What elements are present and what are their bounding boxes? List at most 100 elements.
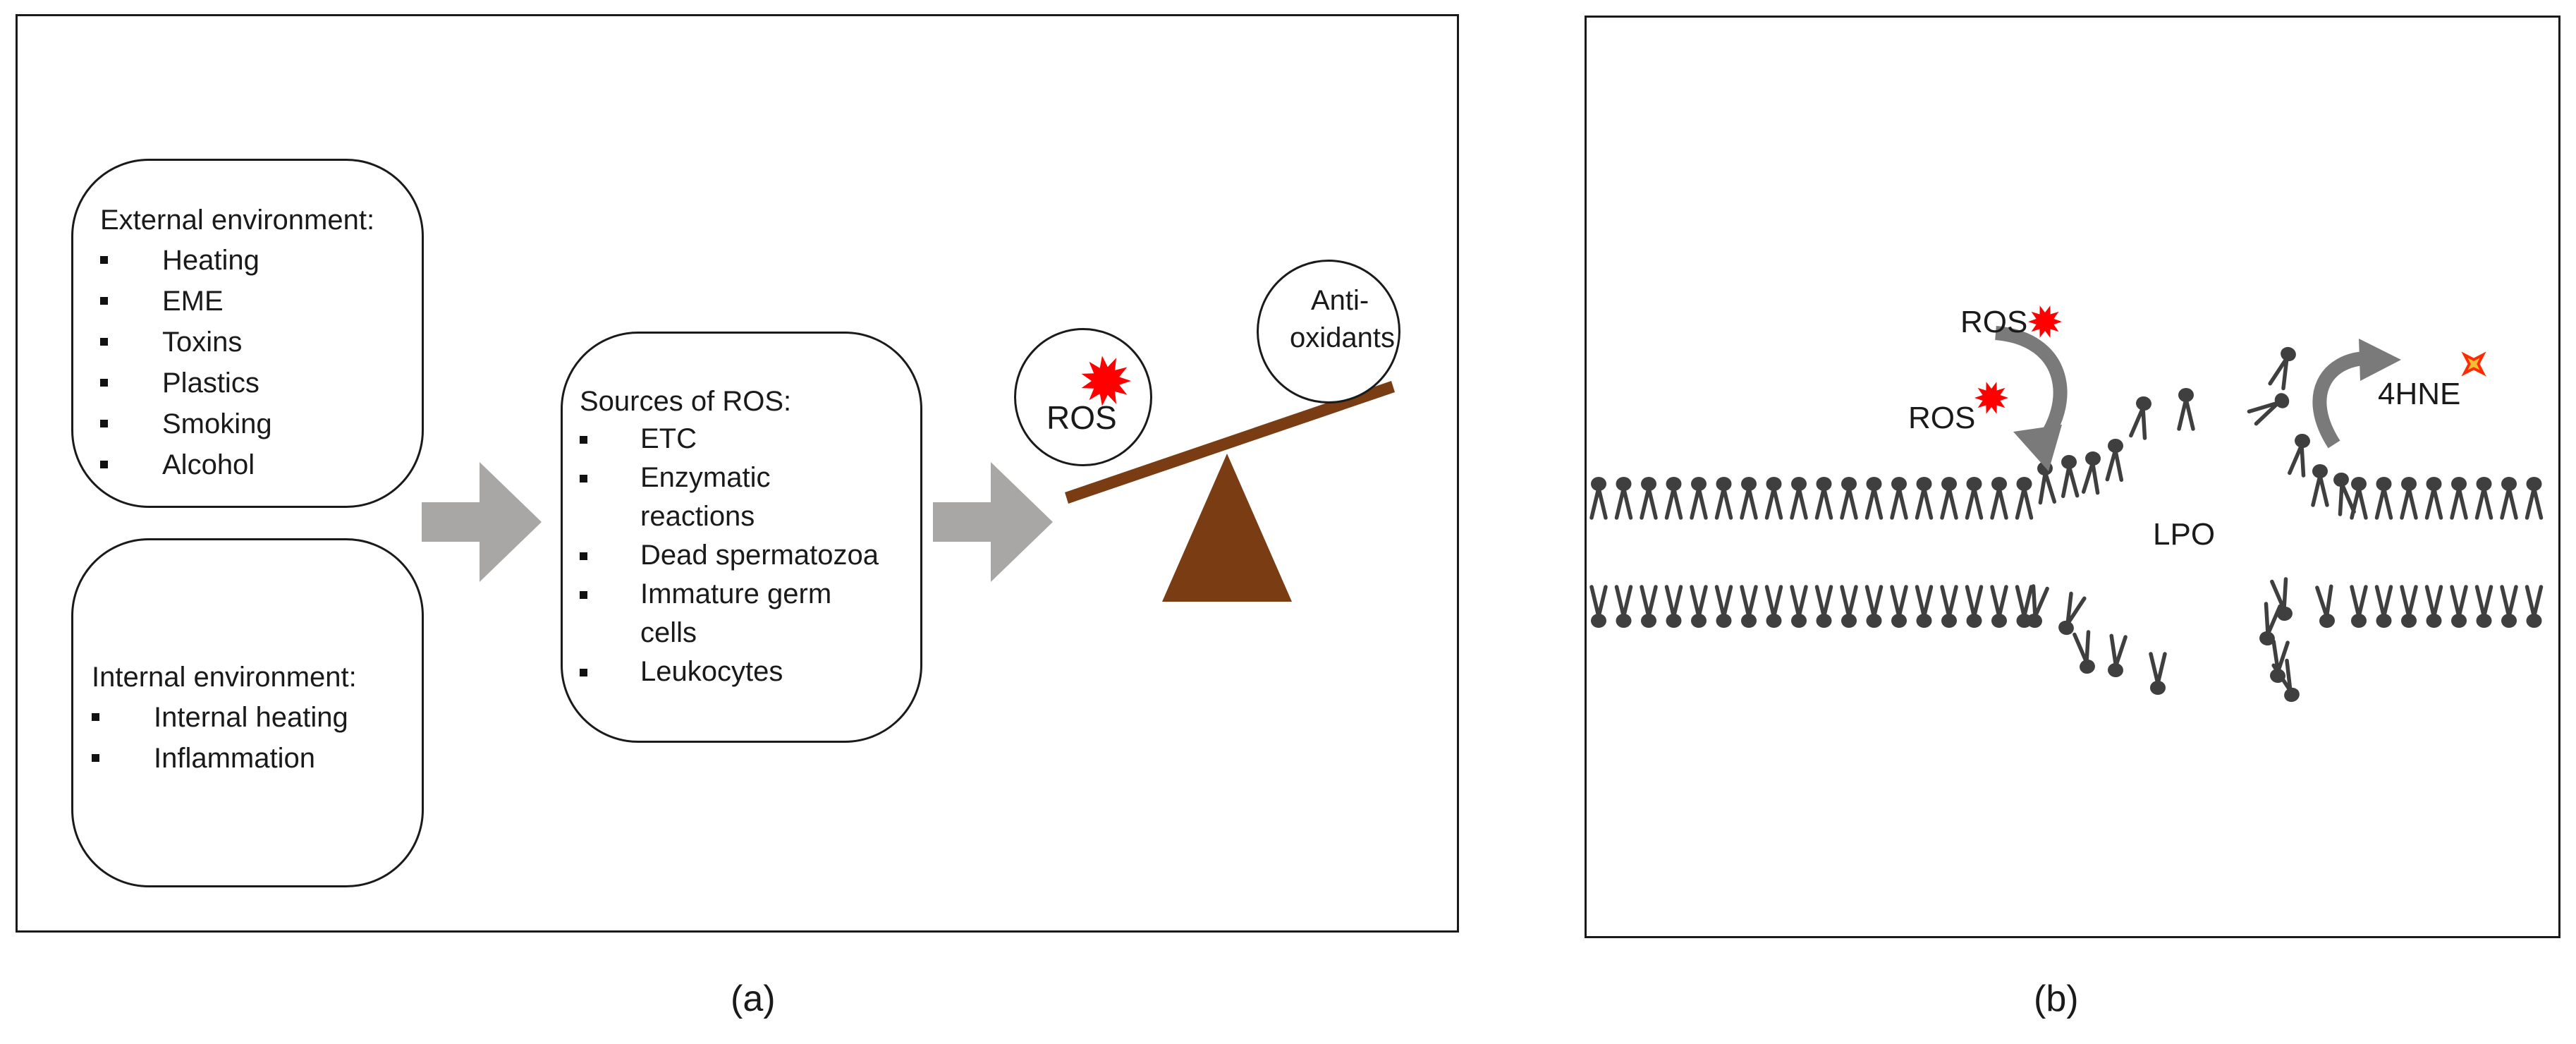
lipid-outer xyxy=(1614,477,1633,520)
list-item: Inflammation xyxy=(92,738,348,779)
lipid-outer xyxy=(1640,477,1658,520)
lipid-outer xyxy=(1965,477,1984,520)
lipid-outer xyxy=(1740,477,1758,520)
list-item: Internal heating xyxy=(92,697,348,738)
hne-label: 4HNE xyxy=(2378,377,2461,411)
lipid-inner xyxy=(1814,585,1833,628)
antioxidants-label-line1: Anti- xyxy=(1311,285,1369,316)
lipid-outer xyxy=(1664,477,1683,520)
list-item: reactions xyxy=(640,501,755,532)
panel-a-caption: (a) xyxy=(731,978,776,1019)
lipid-inner xyxy=(1664,585,1683,628)
list-item: Toxins xyxy=(100,322,272,363)
internal-environment-title: Internal environment: xyxy=(92,662,357,693)
lipid-inner xyxy=(1764,585,1783,628)
lipid-outer xyxy=(1714,477,1733,520)
lipid-inner xyxy=(1740,585,1758,628)
list-item: Leukocytes xyxy=(580,652,879,691)
ros-burst-icon-top xyxy=(2028,305,2062,338)
hne-star-icon xyxy=(2461,351,2486,377)
lipid-inner xyxy=(1965,585,1984,628)
lipid-outer xyxy=(1589,477,1608,520)
ros-burst-icon-bottom xyxy=(1974,382,2008,414)
lipid-outer xyxy=(1915,477,1934,520)
lipid-inner xyxy=(1714,585,1733,628)
lipid-inner xyxy=(2500,585,2518,628)
lipid-inner xyxy=(2450,585,2468,628)
lipid-inner xyxy=(2259,602,2282,646)
fulcrum-triangle xyxy=(1162,454,1292,602)
lipid-inner xyxy=(2073,630,2095,674)
antioxidants-label-line2: oxidants xyxy=(1290,322,1395,353)
lipid-inner xyxy=(2374,585,2393,628)
list-item: cells xyxy=(640,617,697,648)
lipid-outer xyxy=(1864,477,1884,520)
curved-arrow-hne-head xyxy=(2359,339,2401,381)
lipid-outer xyxy=(2374,477,2393,520)
lipid-inner xyxy=(1840,585,1858,628)
lipid-inner xyxy=(2350,585,2368,628)
lipid-inner xyxy=(1690,585,1708,628)
lipid-outer xyxy=(2450,477,2468,520)
lipid-inner xyxy=(2424,585,2443,628)
lipid-outer xyxy=(2500,477,2518,520)
antioxidants-circle: Anti- oxidants xyxy=(1257,260,1400,403)
ros-burst-icon xyxy=(1081,356,1131,406)
curved-arrow-hne-icon xyxy=(2312,351,2367,449)
ros-circle: ROS xyxy=(1014,328,1152,466)
lpo-label: LPO xyxy=(2153,517,2216,552)
curved-arrow-ros-head xyxy=(2013,425,2062,471)
lipid-inner xyxy=(1940,585,1958,628)
list-item: Plastics xyxy=(100,363,272,403)
lipid-outer xyxy=(1890,477,1908,520)
lipid-outer xyxy=(2424,477,2443,520)
lipid-inner xyxy=(2149,652,2167,695)
lipid-inner xyxy=(1915,585,1934,628)
lipid-inner xyxy=(1790,585,1808,628)
arrow-environment-to-sources xyxy=(422,462,542,582)
lipid-inner xyxy=(1890,585,1908,628)
lipid-outer xyxy=(2400,477,2418,520)
lipid-inner xyxy=(2271,658,2300,703)
lipid-outer xyxy=(2350,477,2368,520)
lipid-inner xyxy=(2270,577,2293,621)
lipid-outer xyxy=(2015,477,2034,520)
list-item: Smoking xyxy=(100,403,272,444)
ros-label-bottom: ROS xyxy=(1908,401,1976,435)
ros-circle-label: ROS xyxy=(1046,399,1117,436)
lipid-detached xyxy=(2333,472,2356,516)
lipid-inner xyxy=(2474,585,2493,628)
lipid-outer xyxy=(2525,477,2544,520)
lipid-detached xyxy=(2268,346,2296,391)
lipid-detached xyxy=(2247,393,2290,426)
lipid-inner xyxy=(1864,585,1884,628)
ros-label-top: ROS xyxy=(1960,305,2028,339)
list-item: EME xyxy=(100,281,272,322)
lipid-detached xyxy=(2311,464,2329,507)
lipid-inner xyxy=(2525,585,2544,628)
lipid-outer xyxy=(1690,477,1708,520)
lipid-outer xyxy=(2105,438,2124,482)
lipid-outer xyxy=(1840,477,1858,520)
lipid-outer xyxy=(1990,477,2008,520)
list-item: Immature germ xyxy=(580,575,879,614)
ros-sources-title: Sources of ROS: xyxy=(580,386,792,417)
seesaw-beam xyxy=(1065,381,1395,504)
lipid-inner xyxy=(2400,585,2418,628)
lipid-detached xyxy=(2177,388,2195,431)
lipid-outer xyxy=(1814,477,1833,520)
lipid-inner xyxy=(2108,633,2128,678)
lipid-inner xyxy=(1589,585,1608,628)
lipid-inner xyxy=(1640,585,1658,628)
lipid-outer xyxy=(1940,477,1958,520)
lipid-inner xyxy=(2027,584,2049,629)
lipid-outer xyxy=(1764,477,1783,520)
